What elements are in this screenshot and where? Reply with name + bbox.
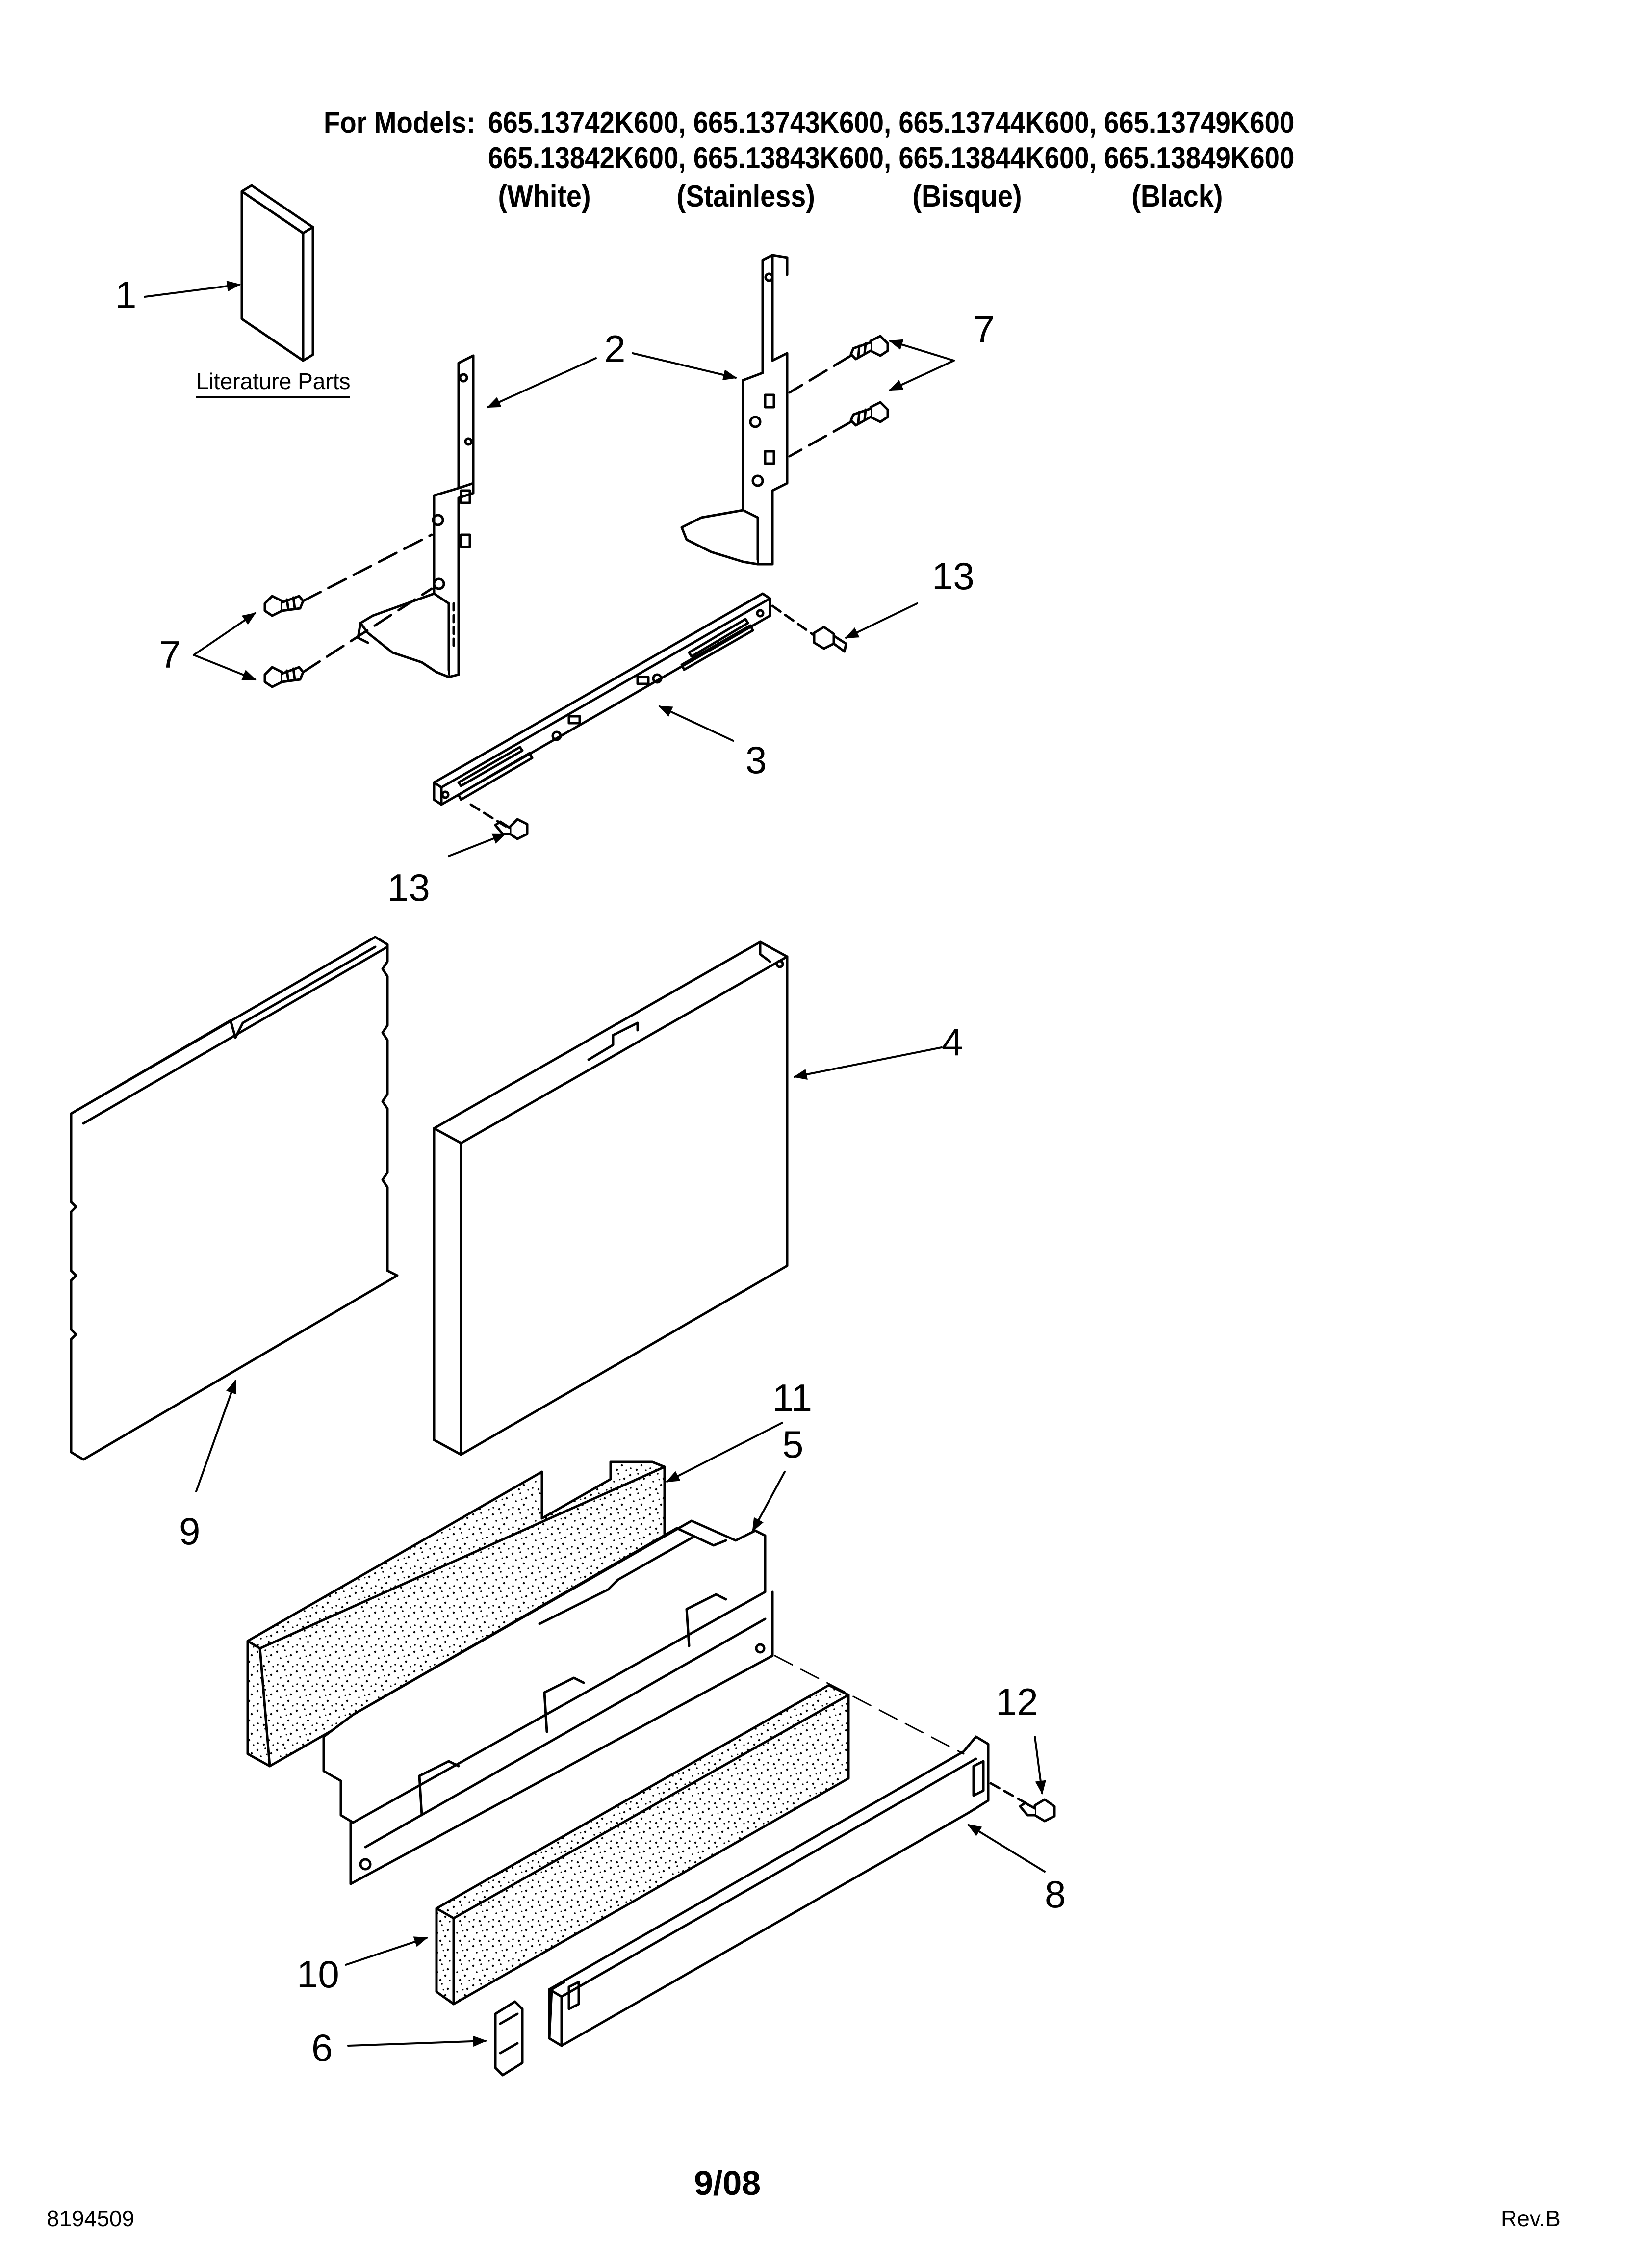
color-white: (White) (498, 180, 591, 213)
screw-13-bottom (494, 818, 529, 840)
callout-5: 5 (782, 1423, 804, 1466)
color-black: (Black) (1131, 180, 1223, 213)
hinge-bracket-left (357, 354, 475, 678)
callout-6: 6 (311, 2026, 333, 2069)
callout-12: 12 (996, 1680, 1038, 1723)
literature-parts-label: Literature Parts (196, 368, 351, 398)
models-row-1: 665.13742K600, 665.13743K600, 665.13744K… (488, 106, 1295, 140)
callout-3: 3 (745, 738, 767, 782)
hinge-bracket-right (680, 254, 789, 566)
clip-part-6 (494, 2000, 524, 2077)
color-bisque: (Bisque) (912, 180, 1022, 213)
toe-kick-bracket (322, 1519, 774, 1885)
toe-kick-panel (548, 1735, 990, 2047)
callout-2: 2 (604, 327, 626, 370)
screw-7-left-upper (263, 595, 305, 617)
document-number: 8194509 (47, 2206, 135, 2231)
print-date: 9/08 (694, 2164, 761, 2202)
models-row-2: 665.13842K600, 665.13843K600, 665.13844K… (488, 141, 1295, 175)
foam-strip-upper (246, 1460, 666, 1768)
outer-door-panel (433, 940, 789, 1456)
screw-13-right (813, 626, 847, 653)
callout-1: 1 (115, 273, 137, 316)
screw-7-right-upper (849, 335, 889, 361)
inner-door-panel (70, 936, 399, 1461)
screw-7-right-lower (849, 401, 889, 427)
callout-4: 4 (942, 1020, 963, 1064)
callout-11: 11 (772, 1376, 812, 1419)
callout-9: 9 (179, 1510, 201, 1553)
callout-8: 8 (1045, 1873, 1066, 1916)
color-stainless: (Stainless) (676, 180, 815, 213)
callout-13-right: 13 (932, 554, 975, 598)
literature-booklet (240, 184, 314, 362)
callout-10: 10 (297, 1953, 339, 1996)
callout-13-bottom: 13 (387, 866, 430, 909)
callout-7-right: 7 (974, 308, 995, 351)
mounting-rail (433, 592, 771, 806)
models-label: For Models: (324, 106, 476, 140)
screw-12 (1019, 1798, 1056, 1823)
foam-strip-lower (435, 1684, 850, 2006)
screw-7-left-lower (263, 666, 305, 688)
callout-7-left: 7 (159, 633, 181, 676)
revision-label: Rev.B (1501, 2206, 1561, 2231)
